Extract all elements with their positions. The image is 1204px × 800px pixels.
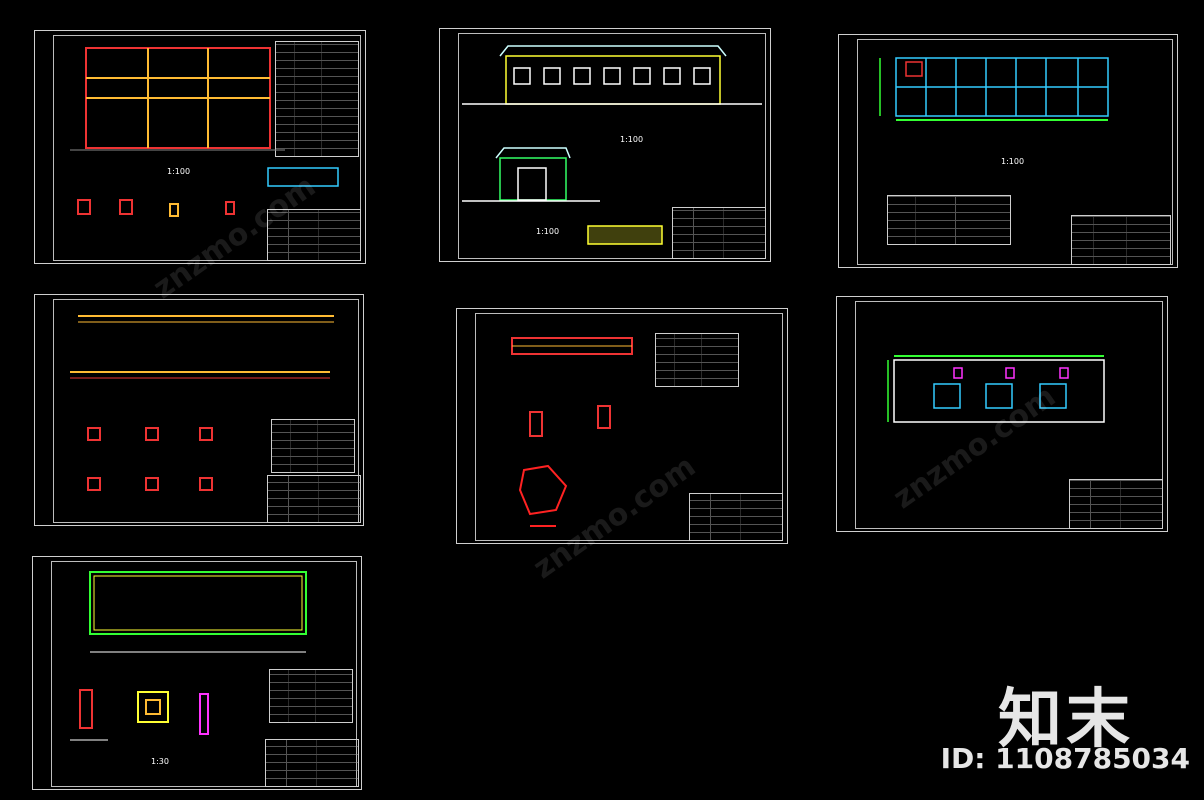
sheet-border	[53, 35, 361, 261]
drawing-sheet-floor-plan[interactable]: 1:100	[838, 34, 1178, 268]
scale-label-2: 1:100	[536, 227, 560, 236]
foundation-plan	[70, 571, 307, 741]
title-block	[672, 207, 766, 259]
building-elevation	[462, 45, 762, 245]
drawing-sheet-equipment-plan[interactable]	[836, 296, 1168, 532]
title-block	[1071, 215, 1171, 265]
image-id: ID: 1108785034	[940, 742, 1190, 775]
frame-drawing	[70, 47, 339, 217]
scale-label: 1:30	[151, 757, 169, 766]
sheet-border	[475, 313, 783, 541]
schedule-table	[655, 333, 739, 387]
scale-label: 1:100	[167, 167, 191, 176]
scale-label: 1:100	[620, 135, 644, 144]
floor-plan-grid	[879, 57, 1109, 121]
title-block	[265, 739, 359, 787]
sheet-border	[51, 561, 357, 787]
sheet-border	[857, 39, 1173, 265]
title-block	[267, 475, 361, 523]
schedule-table	[887, 195, 1011, 245]
beam-drawing	[70, 315, 334, 491]
drawing-sheet-frame-elevation[interactable]: 1:100	[34, 30, 366, 264]
scale-label: 1:100	[1001, 157, 1025, 166]
sheet-border	[53, 299, 359, 523]
sheet-border	[855, 301, 1163, 529]
title-block	[1069, 479, 1163, 529]
title-block	[689, 493, 783, 541]
schedule-table	[271, 419, 355, 473]
sheet-border	[458, 33, 766, 259]
equipment-plan	[887, 355, 1105, 423]
brand-logo: 知末	[998, 683, 1134, 757]
schedule-table	[269, 669, 353, 723]
schedule-table	[275, 41, 359, 157]
drawing-sheet-elevation[interactable]: 1:100 1:100	[439, 28, 771, 262]
section-detail	[511, 337, 633, 527]
title-block	[267, 209, 361, 261]
